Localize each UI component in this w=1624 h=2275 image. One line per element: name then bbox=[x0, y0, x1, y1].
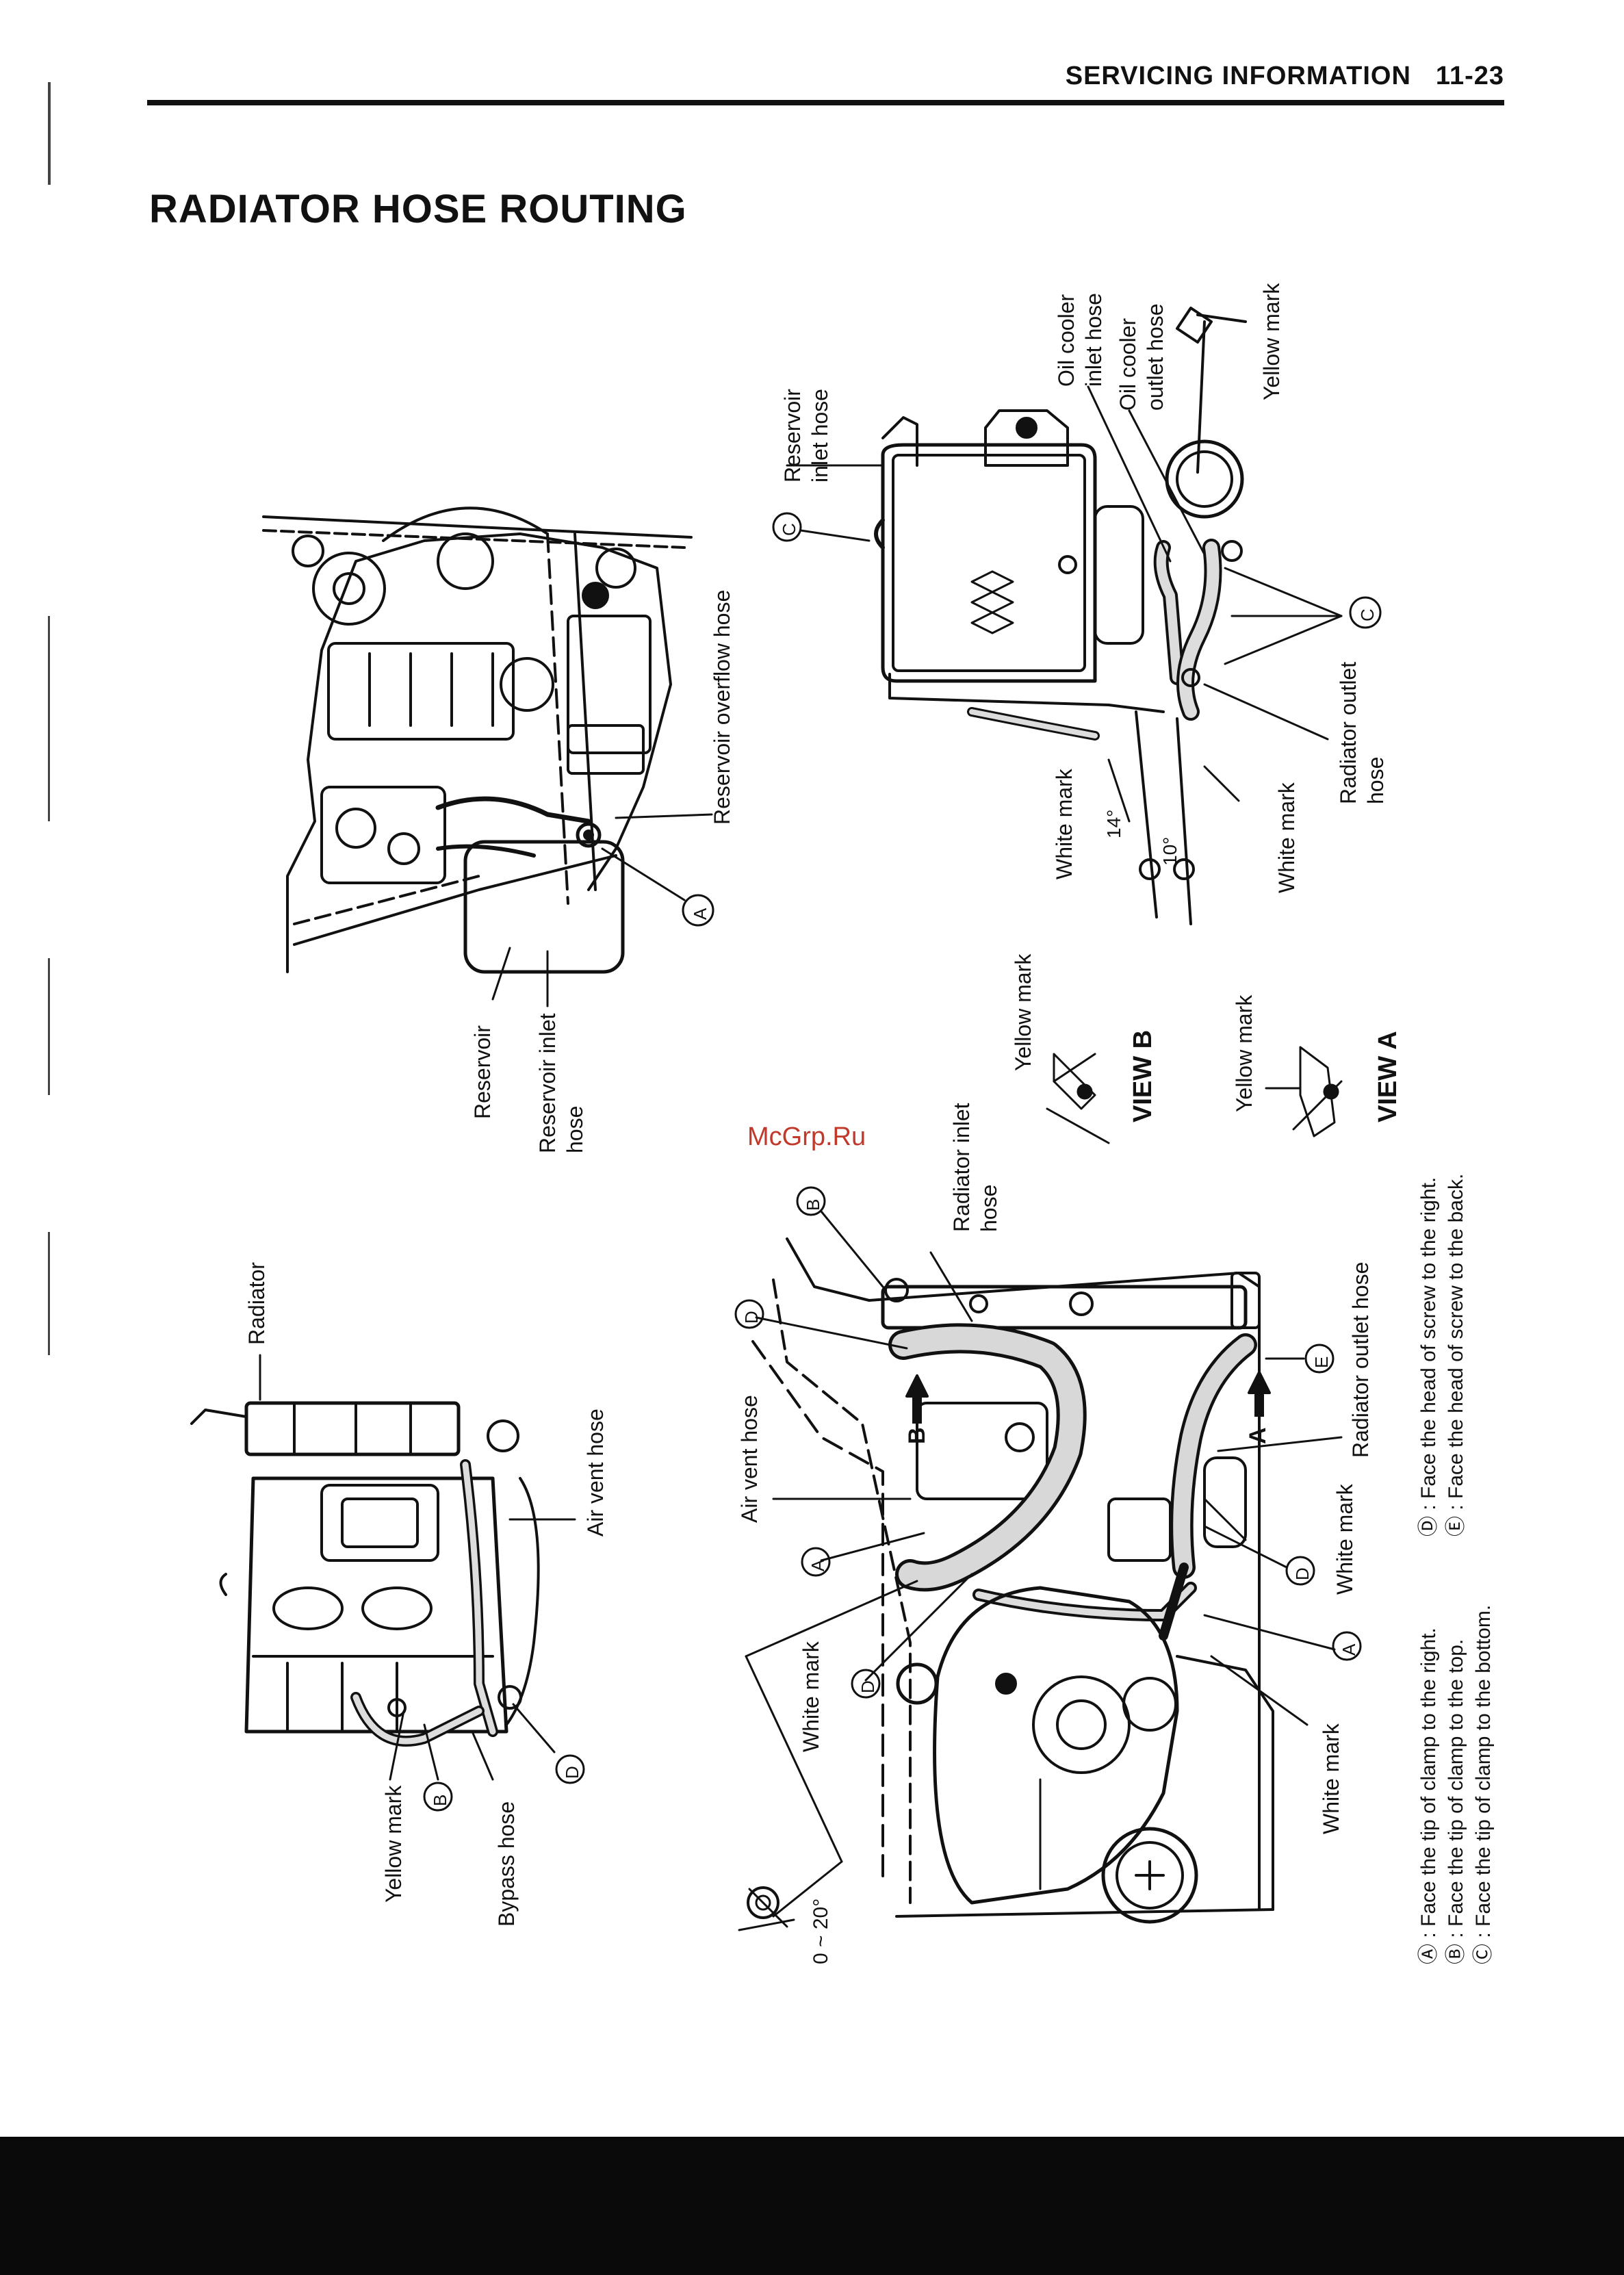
callout-c-2: C bbox=[1357, 608, 1378, 621]
label-reservoir-inlet-hose-top-2: inlet hose bbox=[808, 389, 832, 483]
diagram-hose-routing-front bbox=[734, 1186, 1362, 1931]
label-white-mark-2: White mark bbox=[1274, 782, 1299, 893]
callout-b: B bbox=[430, 1794, 450, 1806]
label-white-mark-4: White mark bbox=[799, 1641, 823, 1752]
label-yellow-mark-top: Yellow mark bbox=[1259, 283, 1284, 400]
label-angle-14: 14° bbox=[1103, 809, 1124, 838]
label-white-mark-3: White mark bbox=[1332, 1484, 1357, 1595]
diagram-engine-top-view bbox=[190, 1354, 585, 1812]
header-rule bbox=[147, 100, 1504, 105]
label-radiator-outlet-hose: Radiator outlet hose bbox=[1348, 1261, 1373, 1458]
page-number: 11-23 bbox=[1435, 62, 1504, 90]
label-arrow-a: A bbox=[1245, 1427, 1271, 1444]
note-b: Ⓑ : Face the tip of clamp to the top. bbox=[1445, 1638, 1467, 1964]
label-oil-cooler-outlet-hose-2: outlet hose bbox=[1143, 303, 1168, 411]
label-angle-10: 10° bbox=[1159, 836, 1181, 866]
label-yellow-mark-view-b: Yellow mark bbox=[1011, 953, 1035, 1071]
callout-b-2: B bbox=[803, 1198, 823, 1211]
callout-d: D bbox=[562, 1766, 582, 1779]
label-bypass-hose: Bypass hose bbox=[494, 1801, 519, 1927]
label-radiator-inlet-hose-2: hose bbox=[977, 1184, 1001, 1232]
label-white-mark-1: White mark bbox=[1052, 769, 1077, 879]
label-oil-cooler-inlet-hose-2: inlet hose bbox=[1081, 293, 1106, 387]
label-yellow-mark: Yellow mark bbox=[381, 1785, 406, 1903]
label-oil-cooler-inlet-hose: Oil cooler bbox=[1054, 294, 1079, 387]
label-air-vent-hose-mid: Air vent hose bbox=[737, 1395, 762, 1523]
label-reservoir-inlet-hose-top: Reservoir bbox=[780, 389, 805, 483]
callout-d-2: D bbox=[741, 1311, 762, 1324]
scan-edge-mark bbox=[48, 1232, 50, 1355]
scan-edge-mark bbox=[48, 82, 51, 185]
callout-a-3: A bbox=[1339, 1643, 1359, 1656]
callout-a: A bbox=[690, 908, 710, 920]
label-reservoir-overflow-hose: Reservoir overflow hose bbox=[710, 589, 734, 825]
note-c: Ⓒ : Face the tip of clamp to the bottom. bbox=[1472, 1604, 1495, 1964]
watermark: McGrp.Ru bbox=[747, 1122, 866, 1151]
label-radiator: Radiator bbox=[244, 1262, 269, 1345]
label-radiator-outlet-hose-top-2: hose bbox=[1363, 756, 1388, 804]
scan-edge-mark bbox=[48, 958, 50, 1095]
callout-d-3: D bbox=[858, 1680, 878, 1693]
label-radiator-outlet-hose-top: Radiator outlet bbox=[1336, 661, 1361, 804]
diagram-radiator-side-view bbox=[772, 307, 1382, 925]
note-a: Ⓐ : Face the tip of clamp to the right. bbox=[1417, 1628, 1440, 1964]
scan-edge-mark bbox=[48, 616, 50, 821]
page-title: RADIATOR HOSE ROUTING bbox=[149, 187, 687, 231]
callout-a-2: A bbox=[808, 1559, 828, 1571]
label-view-b: VIEW B bbox=[1129, 1029, 1157, 1122]
label-reservoir: Reservoir bbox=[470, 1025, 495, 1119]
label-yellow-mark-view-a: Yellow mark bbox=[1232, 994, 1256, 1112]
running-header: SERVICING INFORMATION 11-23 bbox=[1066, 62, 1504, 91]
label-oil-cooler-outlet-hose: Oil cooler bbox=[1116, 318, 1140, 411]
callout-c: C bbox=[779, 523, 799, 536]
section-title: SERVICING INFORMATION bbox=[1065, 62, 1411, 90]
label-reservoir-inlet-hose-2: hose bbox=[563, 1105, 587, 1153]
label-white-mark-5: White mark bbox=[1319, 1723, 1343, 1834]
label-view-a: VIEW A bbox=[1374, 1031, 1402, 1122]
label-reservoir-inlet-hose: Reservoir inlet bbox=[535, 1013, 560, 1153]
label-radiator-inlet-hose: Radiator inlet bbox=[949, 1103, 974, 1232]
diagram-reservoir-view bbox=[262, 506, 714, 1007]
scan-footer-band bbox=[0, 2137, 1624, 2275]
label-air-vent-hose: Air vent hose bbox=[583, 1409, 608, 1537]
label-arrow-b: B bbox=[904, 1427, 930, 1444]
note-e: Ⓔ : Face the head of screw to the back. bbox=[1445, 1173, 1467, 1537]
diagram-view-details bbox=[1046, 1046, 1343, 1144]
note-d: Ⓓ : Face the head of screw to the right. bbox=[1417, 1177, 1440, 1537]
callout-d-4: D bbox=[1292, 1567, 1313, 1580]
callout-e: E bbox=[1311, 1356, 1332, 1368]
label-angle-0-20: 0 ~ 20° bbox=[810, 1898, 832, 1964]
